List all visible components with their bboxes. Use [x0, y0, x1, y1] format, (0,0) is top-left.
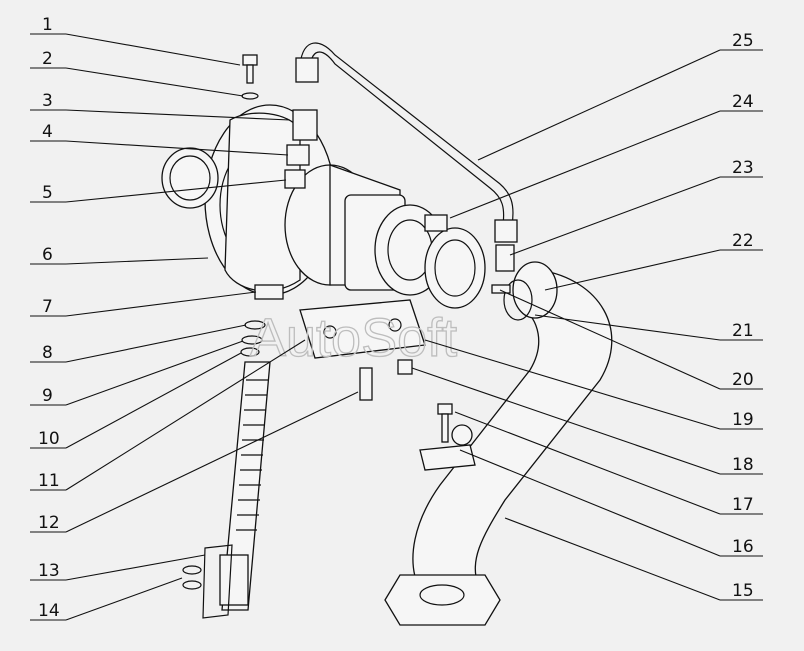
v-band-clamp	[424, 214, 486, 309]
exhaust-elbow	[384, 261, 613, 626]
nut-18	[397, 359, 413, 375]
callout-10: 10	[38, 429, 60, 449]
leader-lines-left	[30, 33, 359, 621]
callout-7: 7	[42, 297, 53, 317]
callout-23: 23	[732, 158, 754, 178]
mounting-flange	[299, 299, 426, 359]
callout-14: 14	[38, 601, 60, 621]
stud	[359, 367, 373, 401]
gasket-21	[503, 279, 533, 321]
callout-21: 21	[732, 321, 754, 341]
callout-18: 18	[732, 455, 754, 475]
callout-9: 9	[42, 386, 53, 406]
callout-6: 6	[42, 245, 53, 265]
callout-12: 12	[38, 513, 60, 533]
washers	[182, 565, 202, 590]
oil-inlet-fitting	[284, 109, 318, 189]
union-23	[491, 244, 515, 294]
callout-11: 11	[38, 471, 60, 491]
callout-13: 13	[38, 561, 60, 581]
callout-19: 19	[732, 410, 754, 430]
oil-drain-fitting	[240, 284, 284, 357]
callout-5: 5	[42, 183, 53, 203]
oil-feed-pipe	[295, 42, 518, 243]
callout-2: 2	[42, 49, 53, 69]
callout-25: 25	[732, 31, 754, 51]
oil-drain-hose	[202, 361, 271, 619]
callout-4: 4	[42, 122, 53, 142]
leader-lines-right	[411, 49, 763, 601]
callout-17: 17	[732, 495, 754, 515]
callout-15: 15	[732, 581, 754, 601]
callout-16: 16	[732, 537, 754, 557]
callout-labels-left: 1 2 3 4 5 6 7 8 9 10 11 12 13 14	[38, 15, 60, 621]
callout-3: 3	[42, 91, 53, 111]
callout-22: 22	[732, 231, 754, 251]
callout-24: 24	[732, 92, 754, 112]
turbine-housing	[284, 164, 446, 296]
callout-labels-right: 25 24 23 22 21 20 19 18 17 16 15	[732, 31, 754, 601]
bolt-1	[241, 54, 259, 100]
watermark: AutoSoft	[250, 308, 457, 368]
callout-1: 1	[42, 15, 53, 35]
callout-20: 20	[732, 370, 754, 390]
pipe-bracket	[419, 403, 476, 471]
callout-8: 8	[42, 343, 53, 363]
